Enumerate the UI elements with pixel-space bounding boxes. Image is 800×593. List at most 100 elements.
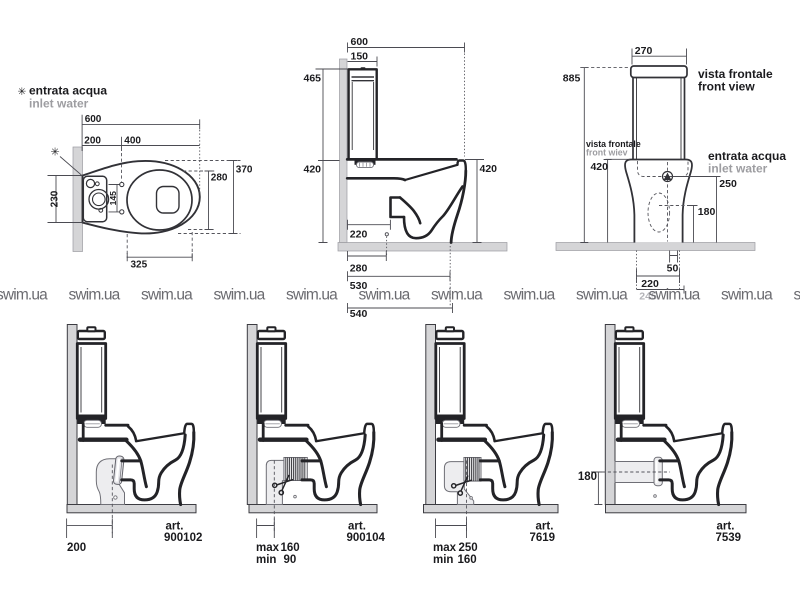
front-caption-en: front view [698, 80, 755, 94]
dim-label: 885 [563, 73, 581, 85]
dim-label: max [256, 542, 280, 554]
floor [423, 504, 559, 514]
watermark-text: swim.ua [214, 286, 266, 303]
dim-plan-325: 325 [126, 232, 193, 271]
dimension-line [347, 271, 451, 282]
variant-900102: 200 art. 900102 [66, 324, 202, 554]
dim-label: 370 [236, 165, 253, 176]
dimension-line [669, 250, 678, 263]
outlet-flexible [265, 457, 308, 534]
dim-label: 160 [458, 554, 477, 566]
dim-side-420-left: 420 [304, 160, 328, 243]
dim-label: max [433, 542, 457, 554]
plan-view: ✳ 600 200 400 230 145 280 [47, 114, 253, 271]
watermark-text: swim.ua [794, 286, 800, 303]
dim-side-150: 150 [347, 50, 378, 67]
flush-hole [155, 185, 180, 214]
drawing-line [465, 457, 480, 482]
dimension-line [384, 232, 389, 237]
watermark-band: swim.ua swim.ua swim.ua swim.ua swim.ua … [0, 286, 800, 303]
art-label: art. [717, 521, 735, 533]
dim-label: 600 [351, 36, 369, 48]
side-view: 600 150 465 420 420 220 280 [304, 36, 508, 320]
asterisk-icon: ✳ [18, 86, 27, 98]
dimension-line [465, 159, 484, 243]
dim-label: 160 [281, 542, 300, 554]
dim-label: 270 [635, 45, 653, 57]
dim-label: 145 [108, 191, 118, 206]
circle-detail [113, 495, 118, 500]
inlet-triangle-icon [663, 172, 672, 180]
inlet-symbol [661, 170, 717, 183]
dim-label: 50 [667, 263, 679, 275]
art-code: 7619 [530, 532, 556, 544]
small-hole-top [94, 181, 100, 187]
dim-label: 420 [590, 161, 608, 173]
dim-200: 200 [66, 518, 113, 554]
dim-label: 200 [67, 542, 86, 554]
drawing-line [402, 185, 464, 240]
bowl [345, 158, 468, 244]
dimension-line [256, 518, 275, 538]
dim-label: 280 [211, 173, 228, 184]
floor [337, 242, 508, 252]
inlet-label-en: inlet water [708, 162, 768, 176]
dim-label: 250 [459, 542, 478, 554]
dim-label: 325 [131, 260, 148, 271]
dashed-extension-line [647, 192, 671, 233]
dim-side-540: 540 [347, 303, 453, 320]
dimension-line [66, 518, 113, 538]
dim-plan-370: 370 [165, 160, 253, 234]
watermark-text: swim.ua [0, 286, 48, 303]
watermark-text: swim.ua [359, 286, 411, 303]
outlet-elbow [95, 455, 125, 534]
dim-label: 420 [480, 163, 498, 175]
variant-7619: max 250 min 160 art. 7619 [423, 324, 559, 566]
art-code: 7539 [716, 532, 742, 544]
dim-label: 180 [698, 206, 716, 218]
drawing-line [351, 82, 375, 150]
watermark-text: swim.ua [141, 286, 193, 303]
dimension-line [347, 56, 378, 67]
circle-detail [653, 494, 657, 498]
drawing-line [356, 161, 374, 169]
watermark-text: swim.ua [576, 286, 628, 303]
dim-label: 250 [719, 178, 737, 190]
dim-label: 600 [85, 114, 102, 125]
dimension-line [108, 184, 120, 213]
dim-front-245: 245 [636, 285, 685, 303]
art-code: 900102 [164, 532, 202, 544]
dim-side-530: 530 [347, 246, 451, 307]
floor [555, 242, 756, 251]
watermark-text: swim.ua [431, 286, 483, 303]
drawing-line [359, 162, 371, 167]
drawing-line [389, 196, 406, 219]
dimension-line [712, 176, 721, 243]
drawing-line [632, 77, 686, 160]
watermark-text: swim.ua [504, 286, 556, 303]
dim-front-250: 250 [712, 176, 737, 243]
front-subcaption-en: front wiev [586, 148, 628, 158]
watermark-text: swim.ua [721, 286, 773, 303]
dim-label: 465 [304, 72, 322, 84]
dim-label: min [433, 554, 453, 566]
dashed-extension-line [183, 170, 215, 230]
watermark-text: swim.ua [286, 286, 338, 303]
inlet-leader-line [59, 156, 83, 177]
circle-detail [469, 496, 473, 500]
dimension-line [315, 68, 348, 161]
art-label: art. [536, 521, 554, 533]
legend-label-en: inlet water [29, 97, 89, 111]
watermark-text: swim.ua [69, 286, 121, 303]
dashed-extension-line [126, 232, 193, 258]
variant-7539: 180 art. 7539 [578, 324, 747, 544]
inlet-asterisk-icon: ✳ [51, 147, 60, 159]
floor [248, 504, 378, 514]
dim-label: 90 [284, 554, 297, 566]
front-subcaption-it: vista frontale [586, 139, 641, 149]
dimension-line [47, 175, 83, 223]
dimension-line [81, 114, 201, 151]
cistern [347, 67, 378, 169]
drawing-line [636, 77, 682, 160]
dim-label: min [256, 554, 276, 566]
